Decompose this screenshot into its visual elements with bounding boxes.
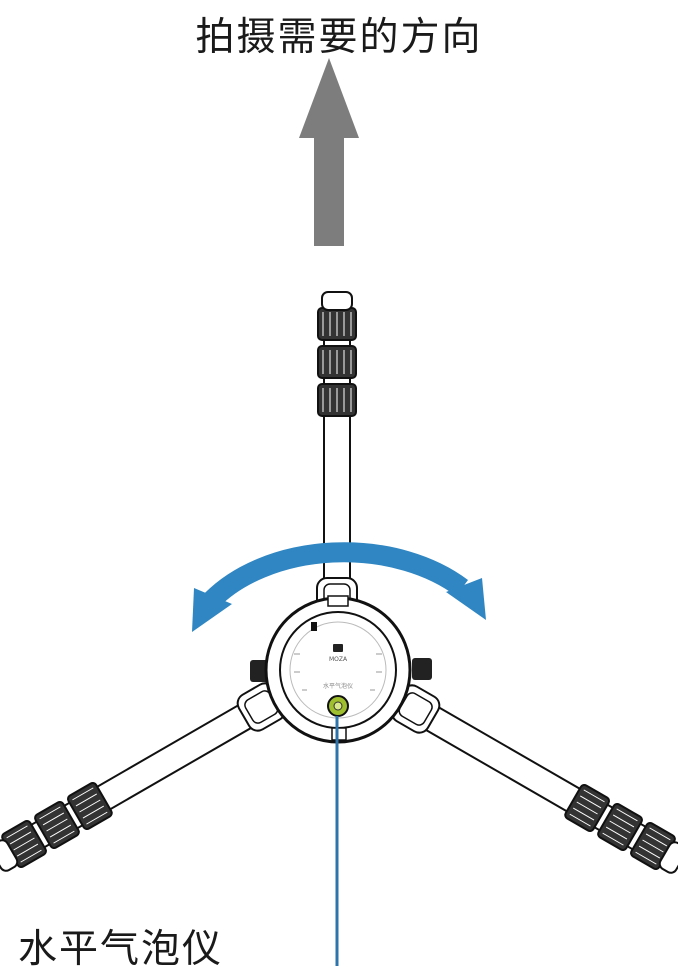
- up-arrow-icon: [299, 58, 359, 246]
- bubble-caption: 水平气泡仪: [323, 682, 353, 690]
- tripod-leg-top: [316, 291, 358, 619]
- tripod-leg-left: [0, 678, 290, 879]
- side-knob-right: [412, 658, 432, 680]
- brand-mark: MOZA: [329, 656, 348, 663]
- rotation-arrowhead-left: [192, 588, 232, 632]
- arrow-head: [299, 58, 359, 138]
- tripod-leg-right: [387, 680, 678, 881]
- rotation-arrowhead-right: [446, 578, 486, 620]
- rotation-arrow-icon: [192, 542, 486, 632]
- bubble-level-label: 水平气泡仪: [18, 927, 224, 972]
- direction-label: 拍摄需要的方向: [195, 15, 483, 60]
- rotation-arc: [204, 542, 469, 608]
- bubble-level-icon: [327, 695, 349, 717]
- brand-logo-icon: [333, 644, 343, 652]
- arrow-shaft: [314, 136, 344, 246]
